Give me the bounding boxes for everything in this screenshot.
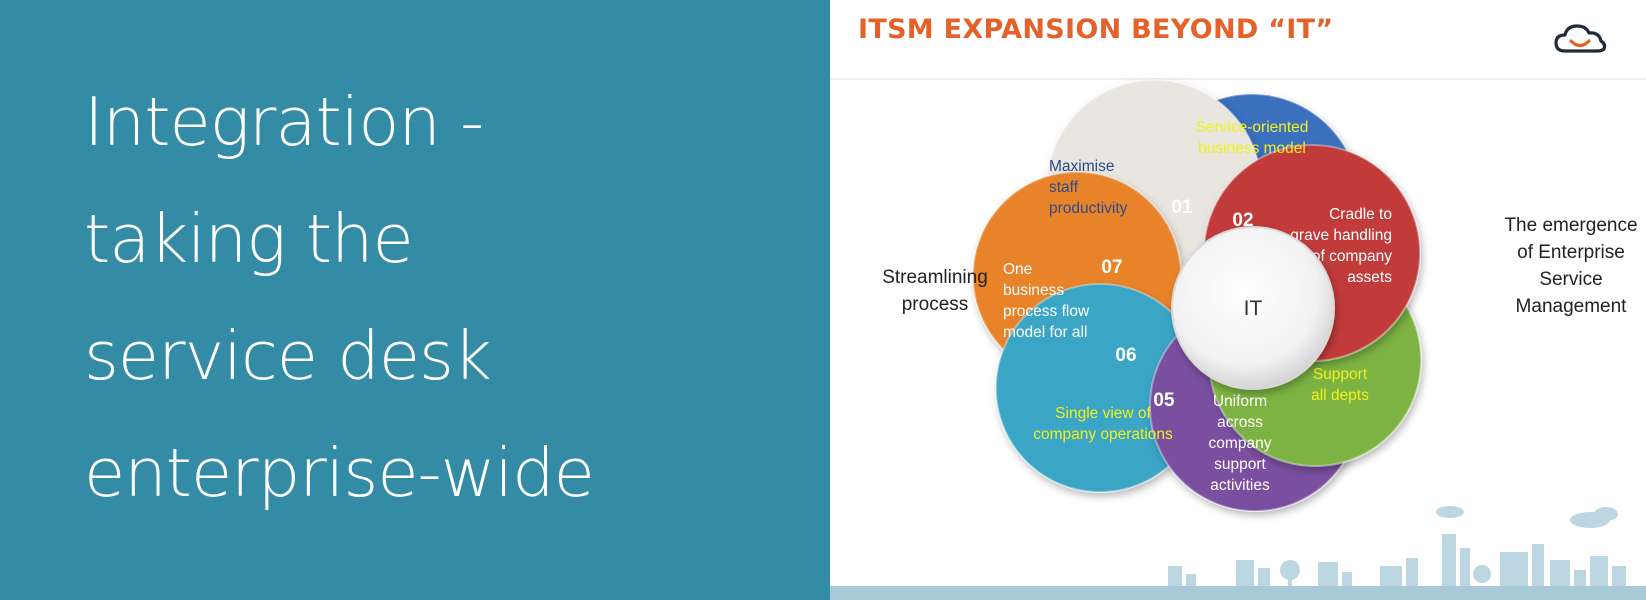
petal-label-line: business	[1003, 282, 1064, 299]
diagram-center: IT	[1171, 226, 1335, 390]
petal-label-line: model for all	[1003, 324, 1087, 341]
headline-line: service desk	[84, 317, 492, 395]
petal-label-line: business model	[1198, 140, 1306, 157]
petal-label-line: company operations	[1033, 426, 1173, 443]
petal-label-line: Maximise	[1049, 158, 1114, 175]
petal-number: 07	[1101, 257, 1122, 278]
petal-label: Uniform across company support activities	[1209, 393, 1272, 494]
title-divider	[830, 78, 1646, 80]
petal-label: One business process flow model for all	[1003, 261, 1090, 341]
petal-label: Single view of company operations	[1033, 405, 1173, 443]
headline-line: taking the	[84, 200, 414, 278]
headline-line: enterprise-wide	[84, 434, 595, 512]
petal-label-line: process flow	[1003, 303, 1090, 320]
enterprise-service-label: The emergence of Enterprise Service Mana…	[1504, 215, 1638, 317]
petal-label-line: Support	[1313, 366, 1368, 383]
petal-label-line: all depts	[1311, 387, 1369, 404]
petal-number: 02	[1232, 210, 1253, 231]
petal-number: 05	[1153, 390, 1175, 411]
itsm-flower-diagram: 01 Service-oriented business model 02 Cradle…	[830, 79, 1646, 600]
petal-number: 01	[1171, 197, 1193, 218]
petal-label-line: across	[1217, 414, 1263, 431]
petal-number: 06	[1115, 345, 1136, 366]
petal-label-line: company	[1209, 435, 1272, 452]
petal-label: Support all depts	[1311, 366, 1369, 404]
headline-line: Integration -	[84, 83, 484, 161]
headline-panel: Integration - taking the service desk en…	[0, 0, 830, 600]
petal-label-line: assets	[1347, 269, 1392, 286]
petal-label-line: productivity	[1049, 200, 1128, 217]
petal-label-line: Uniform	[1213, 393, 1267, 410]
petal-label-line: of company	[1312, 248, 1392, 265]
headline: Integration - taking the service desk en…	[84, 64, 595, 532]
slide-title: ITSM EXPANSION BEYOND “IT”	[858, 14, 1334, 45]
petal-label-line: activities	[1210, 477, 1270, 494]
petal-label-line: One	[1003, 261, 1032, 278]
streamlining-label: Streamlining process	[882, 267, 988, 315]
slide-image: ITSM EXPANSION BEYOND “IT” 01 Service-ori…	[830, 0, 1646, 600]
center-circle	[1171, 226, 1335, 390]
petal-label-line: Cradle to	[1329, 206, 1392, 223]
cloud-smile-icon	[1554, 24, 1607, 53]
petal-label-line: Service-oriented	[1196, 119, 1309, 136]
center-label: IT	[1244, 297, 1263, 320]
petal-label: Maximise staff productivity	[1049, 158, 1128, 217]
city-skyline	[830, 506, 1646, 600]
petal-label-line: Single view of	[1055, 405, 1151, 422]
petal-label-line: staff	[1049, 179, 1079, 196]
petal-label: Service-oriented business model	[1196, 119, 1309, 157]
petal-label: Cradle to grave handling of company assets	[1290, 206, 1392, 286]
petal-label-line: grave handling	[1290, 227, 1392, 244]
petal-label-line: support	[1214, 456, 1266, 473]
